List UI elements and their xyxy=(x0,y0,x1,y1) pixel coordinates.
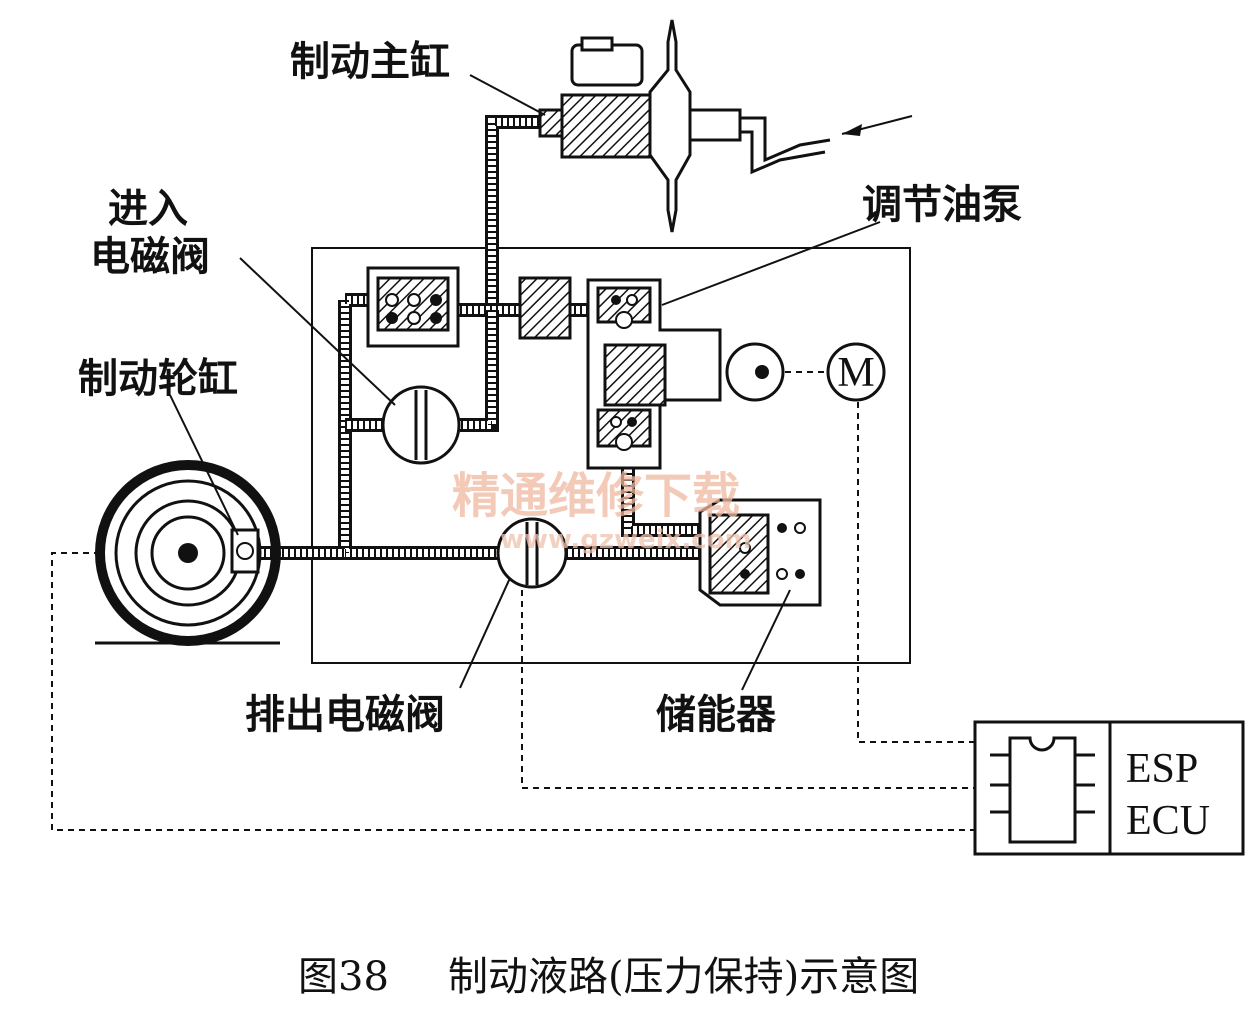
figure-caption: 制动液路(压力保持)示意图 xyxy=(448,954,919,1000)
watermark-url: www.gzweix.com xyxy=(500,525,752,555)
figure-number: 图38 xyxy=(298,954,389,1000)
inlet-valve-body xyxy=(366,266,460,348)
motor-label: M xyxy=(837,350,874,396)
check-valve-block xyxy=(518,276,572,340)
brake-wheel xyxy=(95,460,281,646)
signal-wires xyxy=(51,402,975,831)
master-cylinder-assembly xyxy=(538,19,913,233)
pump-motor: M xyxy=(785,342,886,402)
outlet-solenoid-valve xyxy=(496,517,568,589)
label-pump: 调节油泵 xyxy=(862,181,1022,228)
accumulator-body xyxy=(698,498,822,607)
label-accumulator: 储能器 xyxy=(656,691,777,738)
ecu-label-ecu: ECU xyxy=(1126,798,1210,844)
return-pump xyxy=(586,278,785,470)
label-outlet-valve: 排出电磁阀 xyxy=(245,691,445,738)
leader-lines xyxy=(169,74,881,691)
label-wheel-cylinder: 制动轮缸 xyxy=(78,355,238,402)
label-inlet-valve-line1: 进入 xyxy=(108,185,188,232)
esp-ecu: ESP ECU xyxy=(973,720,1245,856)
ecu-label-esp: ESP xyxy=(1126,746,1198,792)
brake-lines xyxy=(258,115,700,560)
inlet-solenoid-valve xyxy=(381,385,461,465)
label-inlet-valve-line2: 电磁阀 xyxy=(90,233,210,280)
label-master-cylinder: 制动主缸 xyxy=(290,38,450,85)
watermark-text: 精通维修下载 xyxy=(452,468,740,524)
hydraulic-unit-housing xyxy=(311,247,911,664)
